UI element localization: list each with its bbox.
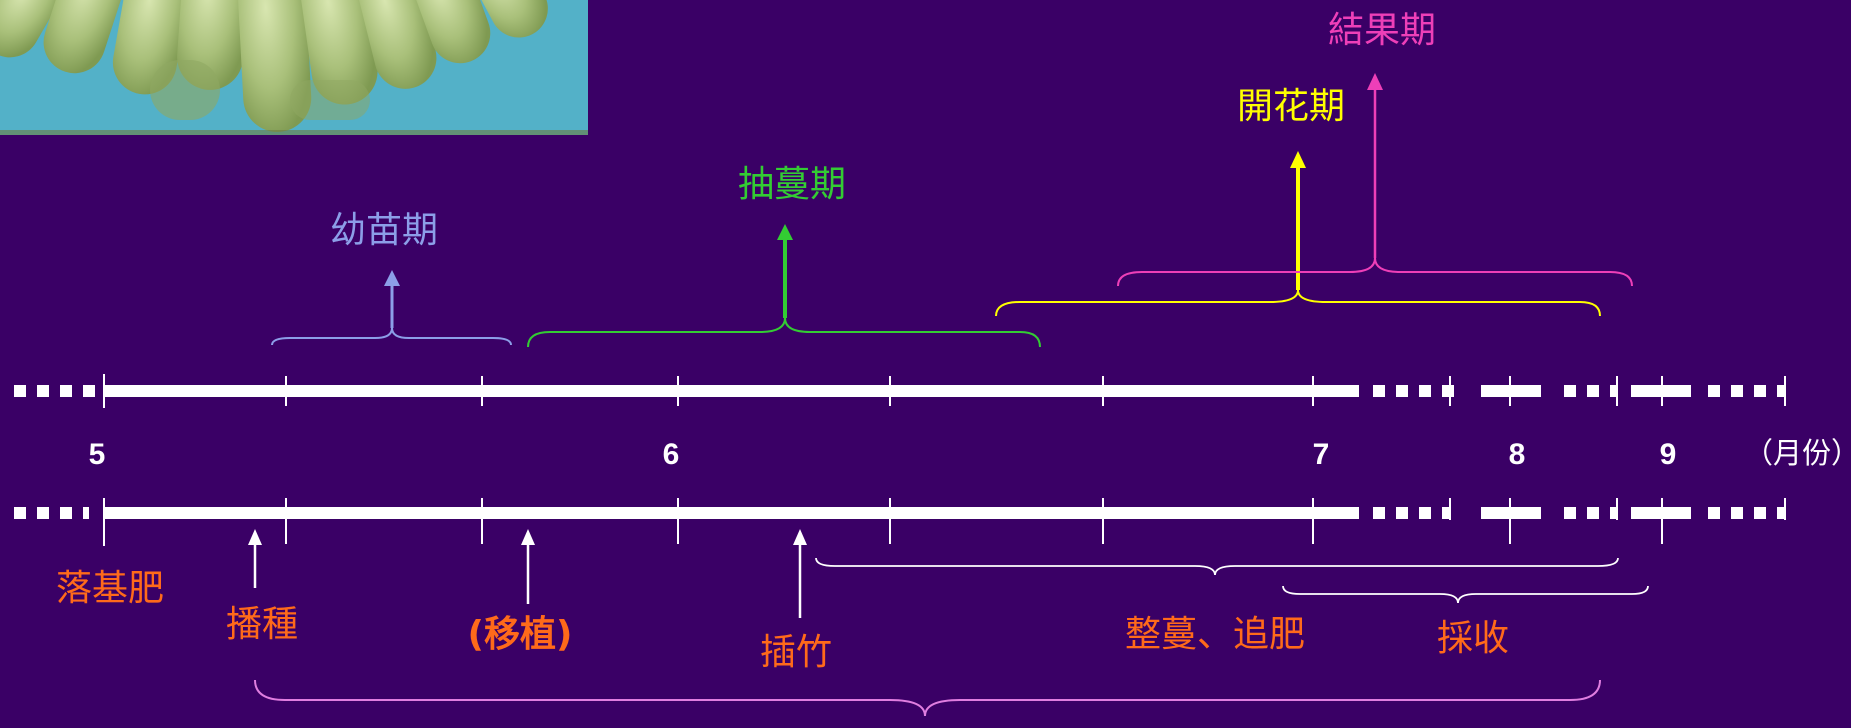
month-9: 9 [1660,438,1677,471]
task-labels: 落基肥 播種 (移植) 插竹 整蔓、追肥 採收 [56,568,1509,673]
task-braces [815,557,1649,604]
flowering-arrow-icon [1290,151,1306,168]
month-6: 6 [663,438,680,471]
sowing-arrow-icon [248,529,262,545]
flowering-label: 開花期 [1237,86,1345,127]
harvest-brace [1282,585,1649,604]
cucumber-photo [0,0,588,135]
pruning-topdress-label: 整蔓、追肥 [1125,614,1305,655]
pruning-brace [815,557,1619,576]
month-labels: 5 6 7 8 9 （月份） [89,436,1851,471]
vine-brace [527,317,1041,348]
timeline-top [14,374,1786,408]
vine-arrow-icon [777,224,793,240]
fruiting-arrow-icon [1367,73,1383,90]
month-5: 5 [89,438,106,471]
base-fertilizer-label: 落基肥 [56,568,164,609]
fruiting-stage: 結果期 [1117,10,1633,287]
seedling-brace [271,327,512,346]
flowering-brace [995,289,1601,317]
fruiting-label: 結果期 [1328,10,1436,51]
seedling-label: 幼苗期 [330,210,438,251]
transplant-label: (移植) [468,614,573,655]
staking-label: 插竹 [760,632,832,673]
timeline-bottom [14,498,1786,546]
fruiting-brace [1117,257,1633,287]
month-8: 8 [1509,438,1526,471]
month-unit-label: （月份） [1744,436,1851,470]
staking-arrow-icon [793,529,807,545]
task-arrows [248,529,807,618]
sowing-label: 播種 [226,604,298,645]
flowering-stage: 開花期 [995,86,1601,317]
season-brace [254,679,1601,717]
month-7: 7 [1313,438,1330,471]
vine-stage: 抽蔓期 [527,164,1041,348]
transplant-arrow-icon [521,529,535,545]
seedling-arrow-icon [384,270,400,286]
seedling-stage: 幼苗期 [271,210,512,346]
vine-label: 抽蔓期 [738,164,846,205]
harvest-label: 採收 [1437,618,1509,659]
